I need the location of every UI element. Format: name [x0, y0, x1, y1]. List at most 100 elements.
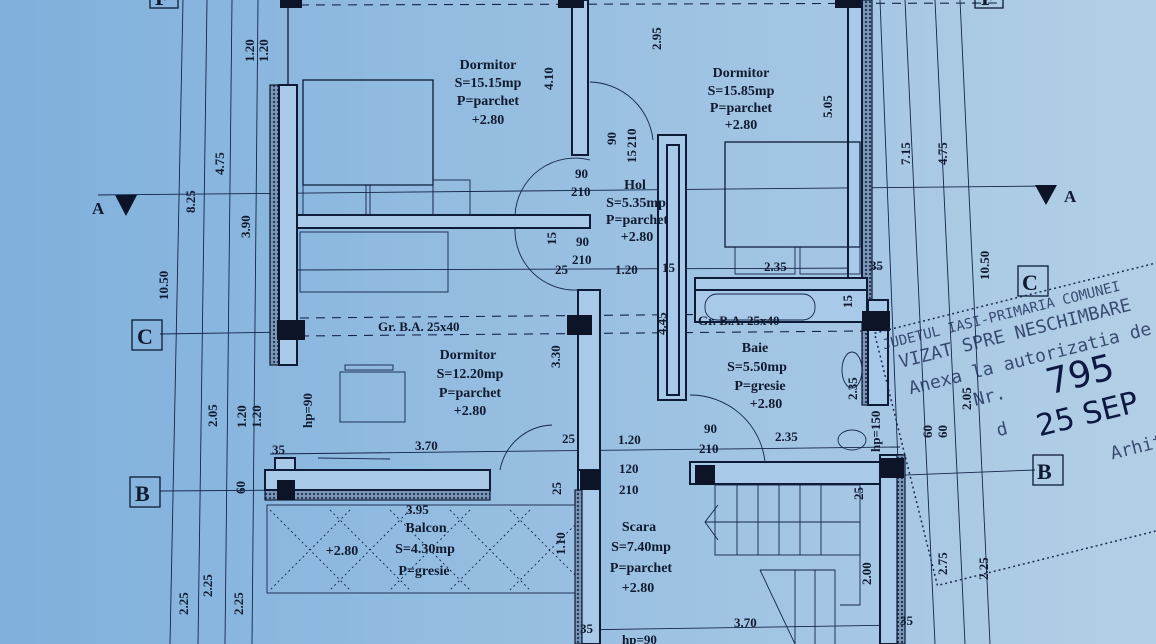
svg-text:Baie: Baie: [742, 341, 768, 356]
svg-text:60: 60: [233, 481, 248, 494]
svg-text:3.30: 3.30: [548, 345, 563, 368]
svg-text:S=12.20mp: S=12.20mp: [437, 367, 504, 382]
svg-text:90: 90: [704, 421, 717, 436]
svg-text:25: 25: [562, 431, 576, 446]
svg-text:S=15.15mp: S=15.15mp: [455, 76, 522, 91]
svg-text:+2.80: +2.80: [750, 397, 782, 412]
dimension-labels: 10.50 8.25 4.75 3.90 1.20 1.20 2.05 1.20…: [156, 27, 992, 644]
room-dormitor-2: Dormitor S=15.85mp P=parchet +2.80: [708, 66, 775, 133]
door-labels: 90 210 90 210 90 210 90 210 120 210: [571, 129, 719, 498]
svg-text:2.25: 2.25: [176, 592, 191, 615]
svg-text:210: 210: [572, 252, 592, 267]
axis-b-left: B: [135, 481, 150, 506]
svg-text:Hol: Hol: [624, 178, 646, 193]
top-beam: [299, 2, 1001, 6]
svg-text:90: 90: [576, 234, 589, 249]
svg-text:210: 210: [571, 184, 591, 199]
svg-text:+2.80: +2.80: [326, 544, 358, 559]
axis-a-left: A: [92, 199, 105, 218]
bed-icon: [299, 231, 449, 293]
svg-text:15: 15: [840, 295, 855, 309]
svg-text:Dormitor: Dormitor: [440, 348, 497, 363]
svg-text:10.50: 10.50: [977, 251, 992, 280]
toilet-icon: [837, 429, 867, 451]
svg-text:+2.80: +2.80: [472, 113, 504, 128]
svg-text:4.45: 4.45: [654, 312, 669, 335]
svg-text:25: 25: [555, 262, 569, 277]
svg-text:P=parchet: P=parchet: [610, 561, 672, 576]
pillars: [277, 0, 904, 500]
room-dormitor-1: Dormitor S=15.15mp P=parchet +2.80: [455, 58, 522, 128]
svg-text:7.15: 7.15: [898, 142, 913, 165]
svg-text:hp=150: hp=150: [868, 411, 883, 452]
svg-text:S=7.40mp: S=7.40mp: [611, 540, 671, 555]
svg-text:Dormitor: Dormitor: [713, 66, 770, 81]
axis-b-right: B: [1037, 459, 1052, 484]
svg-text:3.70: 3.70: [734, 615, 757, 630]
svg-text:3.95: 3.95: [406, 502, 429, 517]
svg-text:25: 25: [549, 482, 564, 496]
svg-text:Balcon: Balcon: [405, 521, 446, 536]
svg-text:1.20: 1.20: [242, 39, 257, 62]
axis-c-left-box: [131, 319, 163, 351]
svg-text:hp=90: hp=90: [622, 632, 657, 644]
beam-c-bottom: [299, 330, 866, 337]
svg-text:35: 35: [580, 621, 594, 636]
svg-text:15: 15: [544, 232, 559, 246]
room-hol: Hol S=5.35mp P=parchet +2.80: [606, 178, 668, 245]
svg-text:4.75: 4.75: [935, 142, 950, 165]
axis-c-right-box: [1017, 265, 1049, 297]
svg-text:P=gresie: P=gresie: [734, 379, 785, 394]
axis-b-right-box: [1032, 454, 1064, 486]
svg-text:35: 35: [272, 442, 286, 457]
axis-f-right: F: [981, 0, 994, 10]
arrow-left-icon: [704, 504, 719, 541]
svg-text:1.20: 1.20: [234, 405, 249, 428]
axis-c-right: C: [1022, 270, 1038, 295]
svg-text:2.00: 2.00: [859, 562, 874, 585]
svg-text:60: 60: [920, 425, 935, 438]
room-balcon: Balcon S=4.30mp P=gresie +2.80: [326, 521, 455, 579]
svg-text:210: 210: [624, 129, 639, 149]
svg-text:90: 90: [604, 132, 619, 145]
svg-text:+2.80: +2.80: [622, 581, 654, 596]
svg-text:4.75: 4.75: [212, 152, 227, 175]
svg-text:P=parchet: P=parchet: [606, 213, 668, 228]
stairs: [704, 484, 861, 644]
svg-text:hp=90: hp=90: [300, 393, 315, 428]
svg-text:+2.80: +2.80: [454, 404, 486, 419]
svg-text:+2.80: +2.80: [725, 118, 757, 133]
svg-text:35: 35: [870, 258, 884, 273]
svg-text:5.05: 5.05: [820, 95, 835, 118]
svg-text:d: d: [994, 418, 1010, 441]
bathtub-icon: [704, 293, 816, 321]
axis-b-left-box: [129, 476, 161, 508]
svg-text:Dormitor: Dormitor: [460, 58, 517, 73]
svg-text:25: 25: [851, 487, 866, 501]
beam-label: Gr. B.A. 25x40: [378, 319, 460, 334]
svg-text:2.05: 2.05: [959, 387, 974, 410]
svg-text:210: 210: [699, 441, 719, 456]
walls: [264, 0, 906, 644]
svg-text:15: 15: [624, 150, 639, 164]
svg-text:2.25: 2.25: [231, 592, 246, 615]
svg-text:60: 60: [935, 425, 950, 438]
svg-text:2.95: 2.95: [649, 27, 664, 50]
svg-text:2.75: 2.75: [935, 552, 950, 575]
svg-text:P=gresie: P=gresie: [398, 564, 449, 579]
room-dormitor-3: Dormitor S=12.20mp P=parchet +2.80: [437, 348, 504, 419]
svg-text:2.05: 2.05: [205, 404, 220, 427]
svg-text:1.20: 1.20: [249, 405, 264, 428]
svg-text:1.20: 1.20: [615, 262, 638, 277]
svg-text:2.35: 2.35: [845, 377, 860, 400]
svg-text:S=4.30mp: S=4.30mp: [395, 542, 455, 557]
svg-text:S=15.85mp: S=15.85mp: [708, 84, 775, 99]
axis-f-right-box: [974, 0, 1004, 9]
door-swings: [499, 81, 766, 471]
svg-text:1.20: 1.20: [618, 432, 641, 447]
svg-text:3.90: 3.90: [238, 215, 253, 238]
svg-text:P=parchet: P=parchet: [710, 101, 772, 116]
svg-text:2.35: 2.35: [764, 259, 787, 274]
svg-text:8.25: 8.25: [183, 190, 198, 213]
